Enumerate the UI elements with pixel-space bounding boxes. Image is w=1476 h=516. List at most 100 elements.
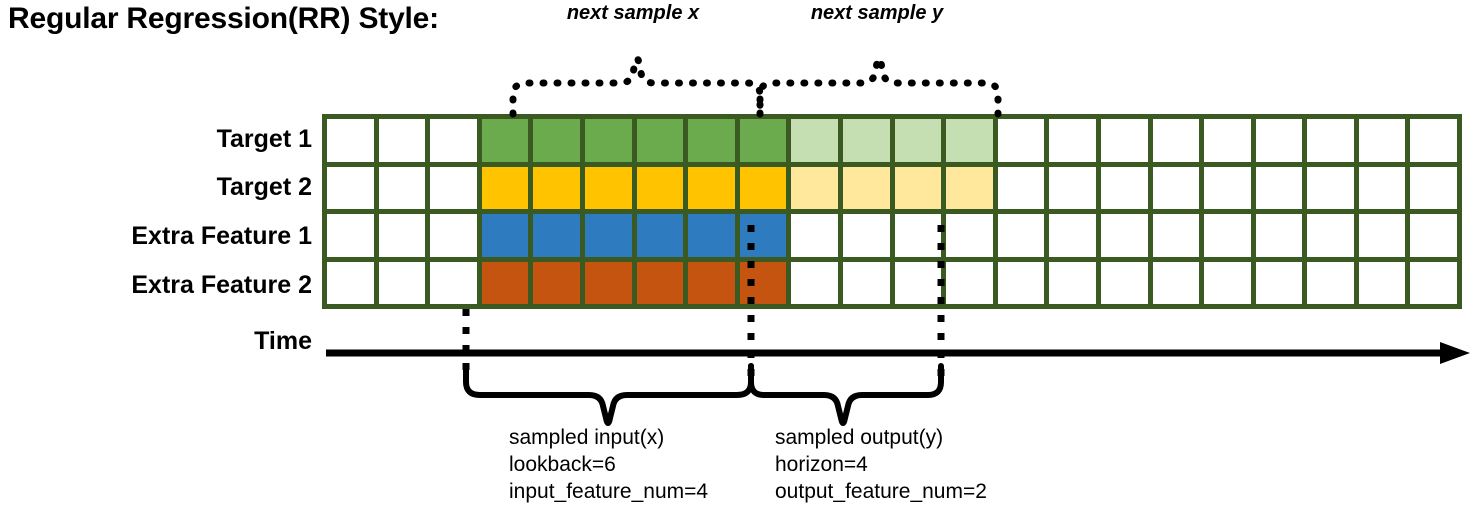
brace-sampled-input [463,363,754,426]
grid-cell [946,214,993,257]
grid-row-extra-feature-2 [327,261,1458,304]
grid-cell [636,119,684,162]
grid-cell [533,214,580,257]
grid-cell [636,166,684,209]
time-axis-arrow [326,342,1470,364]
grid-cell [894,166,942,209]
grid-row-target-1 [327,119,1458,162]
row-label-target-2: Target 2 [216,173,312,201]
grid-cell [327,261,374,304]
grid-cell [1100,119,1148,162]
grid-cell [1255,261,1303,304]
grid-cell [1307,166,1354,209]
grid-cell [481,166,529,209]
row-labels: Target 1 Target 2 Extra Feature 1 Extra … [0,115,312,309]
grid-cell [739,119,787,162]
grid-cell [1049,261,1096,304]
note-sampled-input: sampled input(x) lookback=6 input_featur… [509,424,708,505]
grid-cell [1255,166,1303,209]
grid-cell [1100,261,1148,304]
grid-cell [997,261,1045,304]
grid-cell [1307,261,1354,304]
row-label-target-1: Target 1 [216,125,312,153]
grid-cell [481,214,529,257]
grid-cell [1204,166,1251,209]
grid-cell [327,166,374,209]
grid-cell [1100,166,1148,209]
grid-row-target-2 [327,166,1458,209]
time-axis-label: Time [254,327,312,355]
grid-cell [842,166,890,209]
grid-cell [1049,214,1096,257]
grid-cell [1204,261,1251,304]
grid-cell [1358,214,1406,257]
grid-cell [378,166,426,209]
grid-cell [739,214,787,257]
note-output-line-1: sampled output(y) [775,426,944,449]
grid-cell [997,214,1045,257]
note-sampled-output: sampled output(y) horizon=4 output_featu… [775,424,987,505]
grid-cell [791,119,838,162]
grid-cell [584,214,632,257]
grid-cell [894,119,942,162]
grid-cell [1049,166,1096,209]
grid-cell [739,261,787,304]
grid-cell [688,261,735,304]
grid-cell [1152,261,1200,304]
grid-cell [688,214,735,257]
grid-cell [997,166,1045,209]
grid-cell [533,166,580,209]
grid-cell [1152,166,1200,209]
note-output-line-3: output_feature_num=2 [775,480,987,503]
grid-cell [584,166,632,209]
grid-cell [791,214,838,257]
grid-cell [688,119,735,162]
row-label-extra-feature-1: Extra Feature 1 [131,222,312,250]
note-input-line-2: lookback=6 [509,453,616,476]
grid-cell [791,166,838,209]
grid-cell [1410,261,1458,304]
dotted-brace-next-sample-y [756,55,1002,118]
caption-next-sample-y: next sample y [810,2,944,24]
grid-cell [636,261,684,304]
grid-cell [481,261,529,304]
dotted-brace-next-sample-x [509,55,764,118]
grid-cell [1255,214,1303,257]
note-output-line-2: horizon=4 [775,453,868,476]
grid-cell [1204,119,1251,162]
grid-cell [1152,119,1200,162]
grid-cell [1358,261,1406,304]
timeline-grid [322,114,1462,309]
grid-cell [327,214,374,257]
grid-cell [1358,166,1406,209]
grid-cell [946,166,993,209]
grid-cell [327,119,374,162]
grid-cell [1358,119,1406,162]
grid-cell [1307,214,1354,257]
grid-cell [1307,119,1354,162]
grid-cell [378,119,426,162]
grid-cell [378,261,426,304]
grid-cell [894,214,942,257]
grid-cell [378,214,426,257]
grid-cell [688,166,735,209]
grid-cell [533,261,580,304]
grid-cell [1410,214,1458,257]
grid-cell [430,214,477,257]
grid-cell [842,261,890,304]
grid-cell [1100,214,1148,257]
caption-next-sample-x: next sample x [566,2,700,24]
grid-cell [1049,119,1096,162]
grid-cell [842,214,890,257]
grid-cell [894,261,942,304]
grid-cell [842,119,890,162]
grid-cell [430,261,477,304]
grid-cell [1204,214,1251,257]
grid-cell [1410,119,1458,162]
grid-cell [584,261,632,304]
grid-cell [1255,119,1303,162]
row-label-extra-feature-2: Extra Feature 2 [131,271,312,299]
grid-cell [739,166,787,209]
note-input-line-1: sampled input(x) [509,426,665,449]
grid-cell [1410,166,1458,209]
